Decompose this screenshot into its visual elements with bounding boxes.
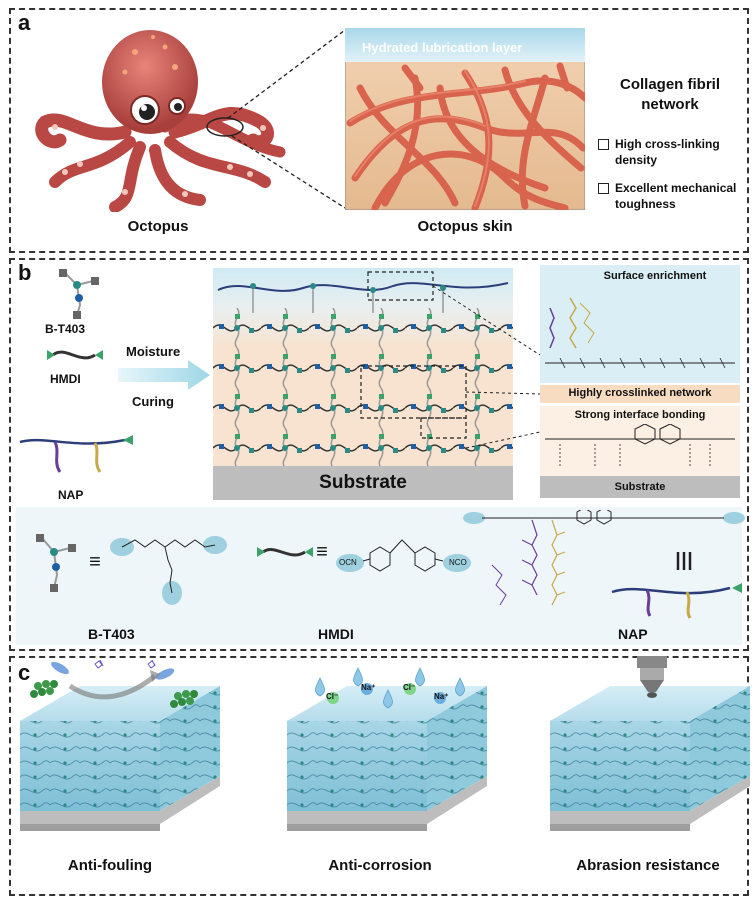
arrow-label-curing: Curing <box>132 394 174 409</box>
bacteria-cluster-left <box>30 680 58 698</box>
b-t403-molecule-icon <box>59 269 99 319</box>
ion-cl-2: Cl⁻ <box>403 683 416 692</box>
octopus-illustration <box>35 30 286 212</box>
arrow-label-moisture: Moisture <box>126 344 181 359</box>
hydrated-layer-label: Hydrated lubrication layer <box>362 40 523 55</box>
legend-equiv-1: ≡ <box>89 551 101 573</box>
inset-connectors <box>432 285 541 449</box>
bullet-text: Excellent mechanical toughness <box>615 181 737 211</box>
zoom-lines <box>227 29 346 209</box>
hmdi-molecule-icon <box>47 350 103 360</box>
bacteria-cluster-right <box>170 690 198 708</box>
nap-structure <box>463 510 745 619</box>
interface-chemistry-structure <box>545 424 735 466</box>
hmdi-label: HMDI <box>50 372 81 386</box>
inset-substrate-bar <box>540 476 740 498</box>
panel-b-label: b <box>18 260 32 285</box>
legend-equiv-2: ≡ <box>316 541 328 563</box>
panel-a-label: a <box>18 10 31 35</box>
checkbox-icon <box>598 183 609 194</box>
nap-molecule-icon <box>19 435 133 473</box>
inset-substrate-label: Substrate <box>614 481 666 493</box>
hmdi-legend-icon <box>257 547 313 557</box>
octopus-skin-caption: Octopus skin <box>417 218 513 235</box>
legend-hmdi-label: HMDI <box>318 626 354 642</box>
hmdi-structure <box>336 539 471 572</box>
bullet-item: High cross-linking density <box>598 136 748 168</box>
surface-chemistry-structure <box>545 297 735 369</box>
octopus-caption: Octopus <box>127 218 189 235</box>
network-substrate-label: Substrate <box>319 472 407 493</box>
nap-label: NAP <box>58 488 84 502</box>
interface-label: Strong interface bonding <box>574 409 706 421</box>
b-t403-structure <box>110 536 227 605</box>
caption-abrasion: Abrasion resistance <box>576 857 720 874</box>
ocn-label: OCN <box>339 558 357 567</box>
curing-arrow <box>118 360 210 390</box>
octopus-skin-illustration <box>345 28 585 210</box>
legend-b-t403-label: B-T403 <box>88 626 135 642</box>
crosslinked-network-diagram <box>213 268 513 500</box>
legend-strip <box>16 507 742 645</box>
b-t403-legend-icon <box>36 534 76 592</box>
surface-enrichment-label: Surface enrichment <box>603 270 707 282</box>
caption-anti-corrosion: Anti-corrosion <box>328 857 432 874</box>
panel-b <box>9 258 749 651</box>
bullet-item: Excellent mechanical toughness <box>598 180 748 212</box>
ion-na-1: Na⁺ <box>361 683 376 692</box>
ion-cl-1: Cl⁻ <box>326 692 339 701</box>
bullet-list: High cross-linking density Excellent mec… <box>598 136 748 212</box>
legend-nap-label: NAP <box>618 626 648 642</box>
caption-anti-fouling: Anti-fouling <box>67 857 153 874</box>
crosslinked-label: Highly crosslinked network <box>568 387 712 399</box>
bullet-text: High cross-linking density <box>615 137 720 167</box>
nco-label: NCO <box>449 558 467 567</box>
coating-blocks <box>20 656 750 831</box>
crosslinked-inset <box>540 385 740 403</box>
panel-c-label: c <box>18 660 31 685</box>
ion-na-2: Na⁺ <box>434 692 449 701</box>
b-t403-label: B-T403 <box>45 322 86 336</box>
collagen-title: Collagen fibril network <box>619 76 720 113</box>
panel-a <box>9 8 749 253</box>
checkbox-icon <box>598 139 609 150</box>
